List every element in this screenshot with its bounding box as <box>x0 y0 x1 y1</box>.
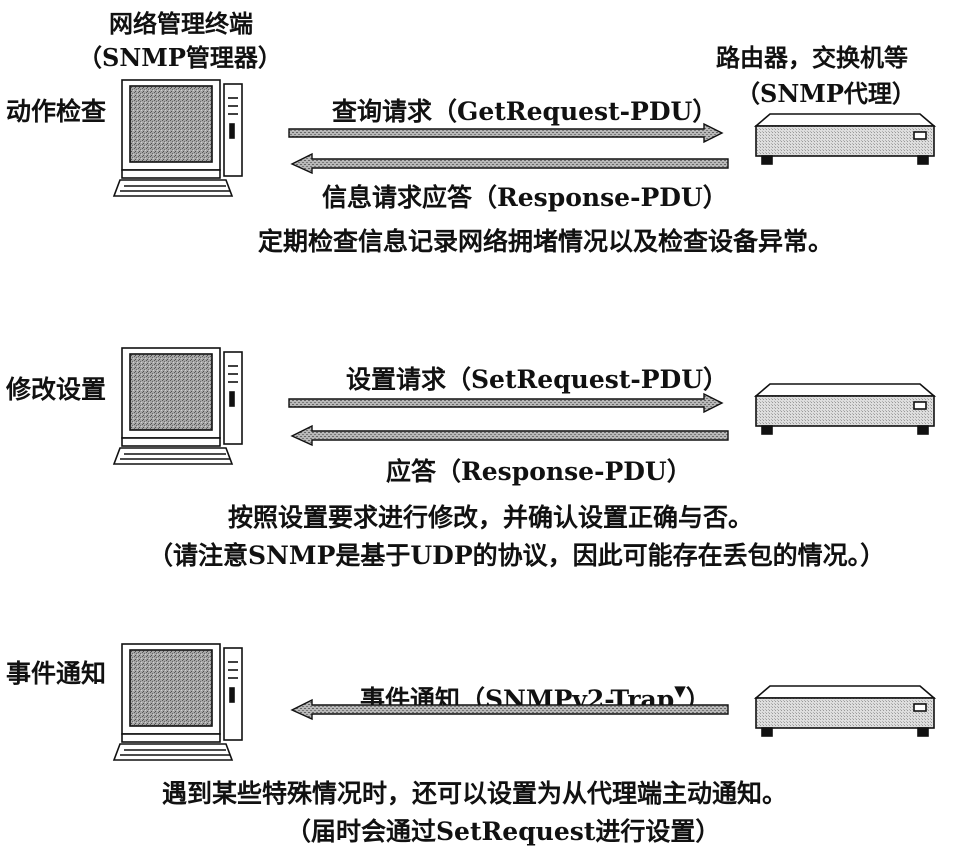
row3-trap-arrow <box>290 698 729 721</box>
row3-side-label: 事件通知 <box>6 659 107 688</box>
row2-response-arrow <box>290 424 729 447</box>
computer-terminal-icon <box>112 79 243 197</box>
row2-request-arrow <box>288 392 724 414</box>
network-device-icon <box>753 383 937 435</box>
row3-note-1: 遇到某些特殊情况时，还可以设置为从代理端主动通知。 <box>162 779 788 808</box>
row2-note-1: 按照设置要求进行修改，并确认设置正确与否。 <box>228 503 754 532</box>
agent-title: 路由器，交换机等 <box>716 43 908 72</box>
row1-note-1: 定期检查信息记录网络拥堵情况以及检查设备异常。 <box>258 227 834 256</box>
network-device-icon <box>753 113 937 165</box>
row1-request-arrow <box>288 122 724 144</box>
row2-side-label: 修改设置 <box>6 375 107 404</box>
trap-marker: ▼ <box>674 682 686 700</box>
computer-terminal-icon <box>112 347 243 465</box>
computer-terminal-icon <box>112 643 243 761</box>
manager-title: 网络管理终端 <box>109 9 253 38</box>
network-device-icon <box>753 685 937 737</box>
row2-note-2: （请注意SNMP是基于UDP的协议，因此可能存在丢包的情况。） <box>148 541 886 570</box>
row1-side-label: 动作检查 <box>6 97 107 126</box>
row1-response-arrow <box>290 152 729 175</box>
row2-request-label: 设置请求（SetRequest-PDU） <box>346 365 729 394</box>
agent-subtitle: （SNMP代理） <box>736 79 916 108</box>
row1-response-label: 信息请求应答（Response-PDU） <box>322 183 728 212</box>
row3-note-2: （届时会通过SetRequest进行设置） <box>286 817 721 846</box>
manager-subtitle: （SNMP管理器） <box>78 43 282 72</box>
row1-request-label: 查询请求（GetRequest-PDU） <box>332 97 718 126</box>
row2-response-label: 应答（Response-PDU） <box>386 457 692 486</box>
